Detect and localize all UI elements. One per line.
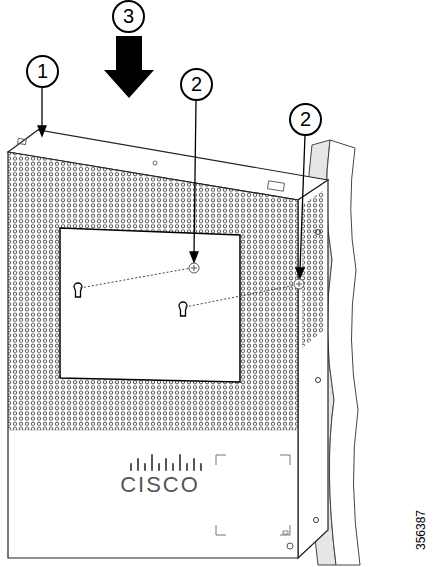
callout-circle: 2 [180,68,213,101]
figure-number: 356387 [414,510,428,550]
callout-number: 3 [123,5,134,28]
callout-circle: 1 [26,55,59,88]
callout-circle: 3 [112,0,145,33]
callout-circle: 2 [289,103,322,136]
callout-number: 2 [191,73,202,96]
brand-logo-text: CISCO [120,472,200,498]
callout-number: 2 [300,108,311,131]
callout-number: 1 [37,60,48,83]
